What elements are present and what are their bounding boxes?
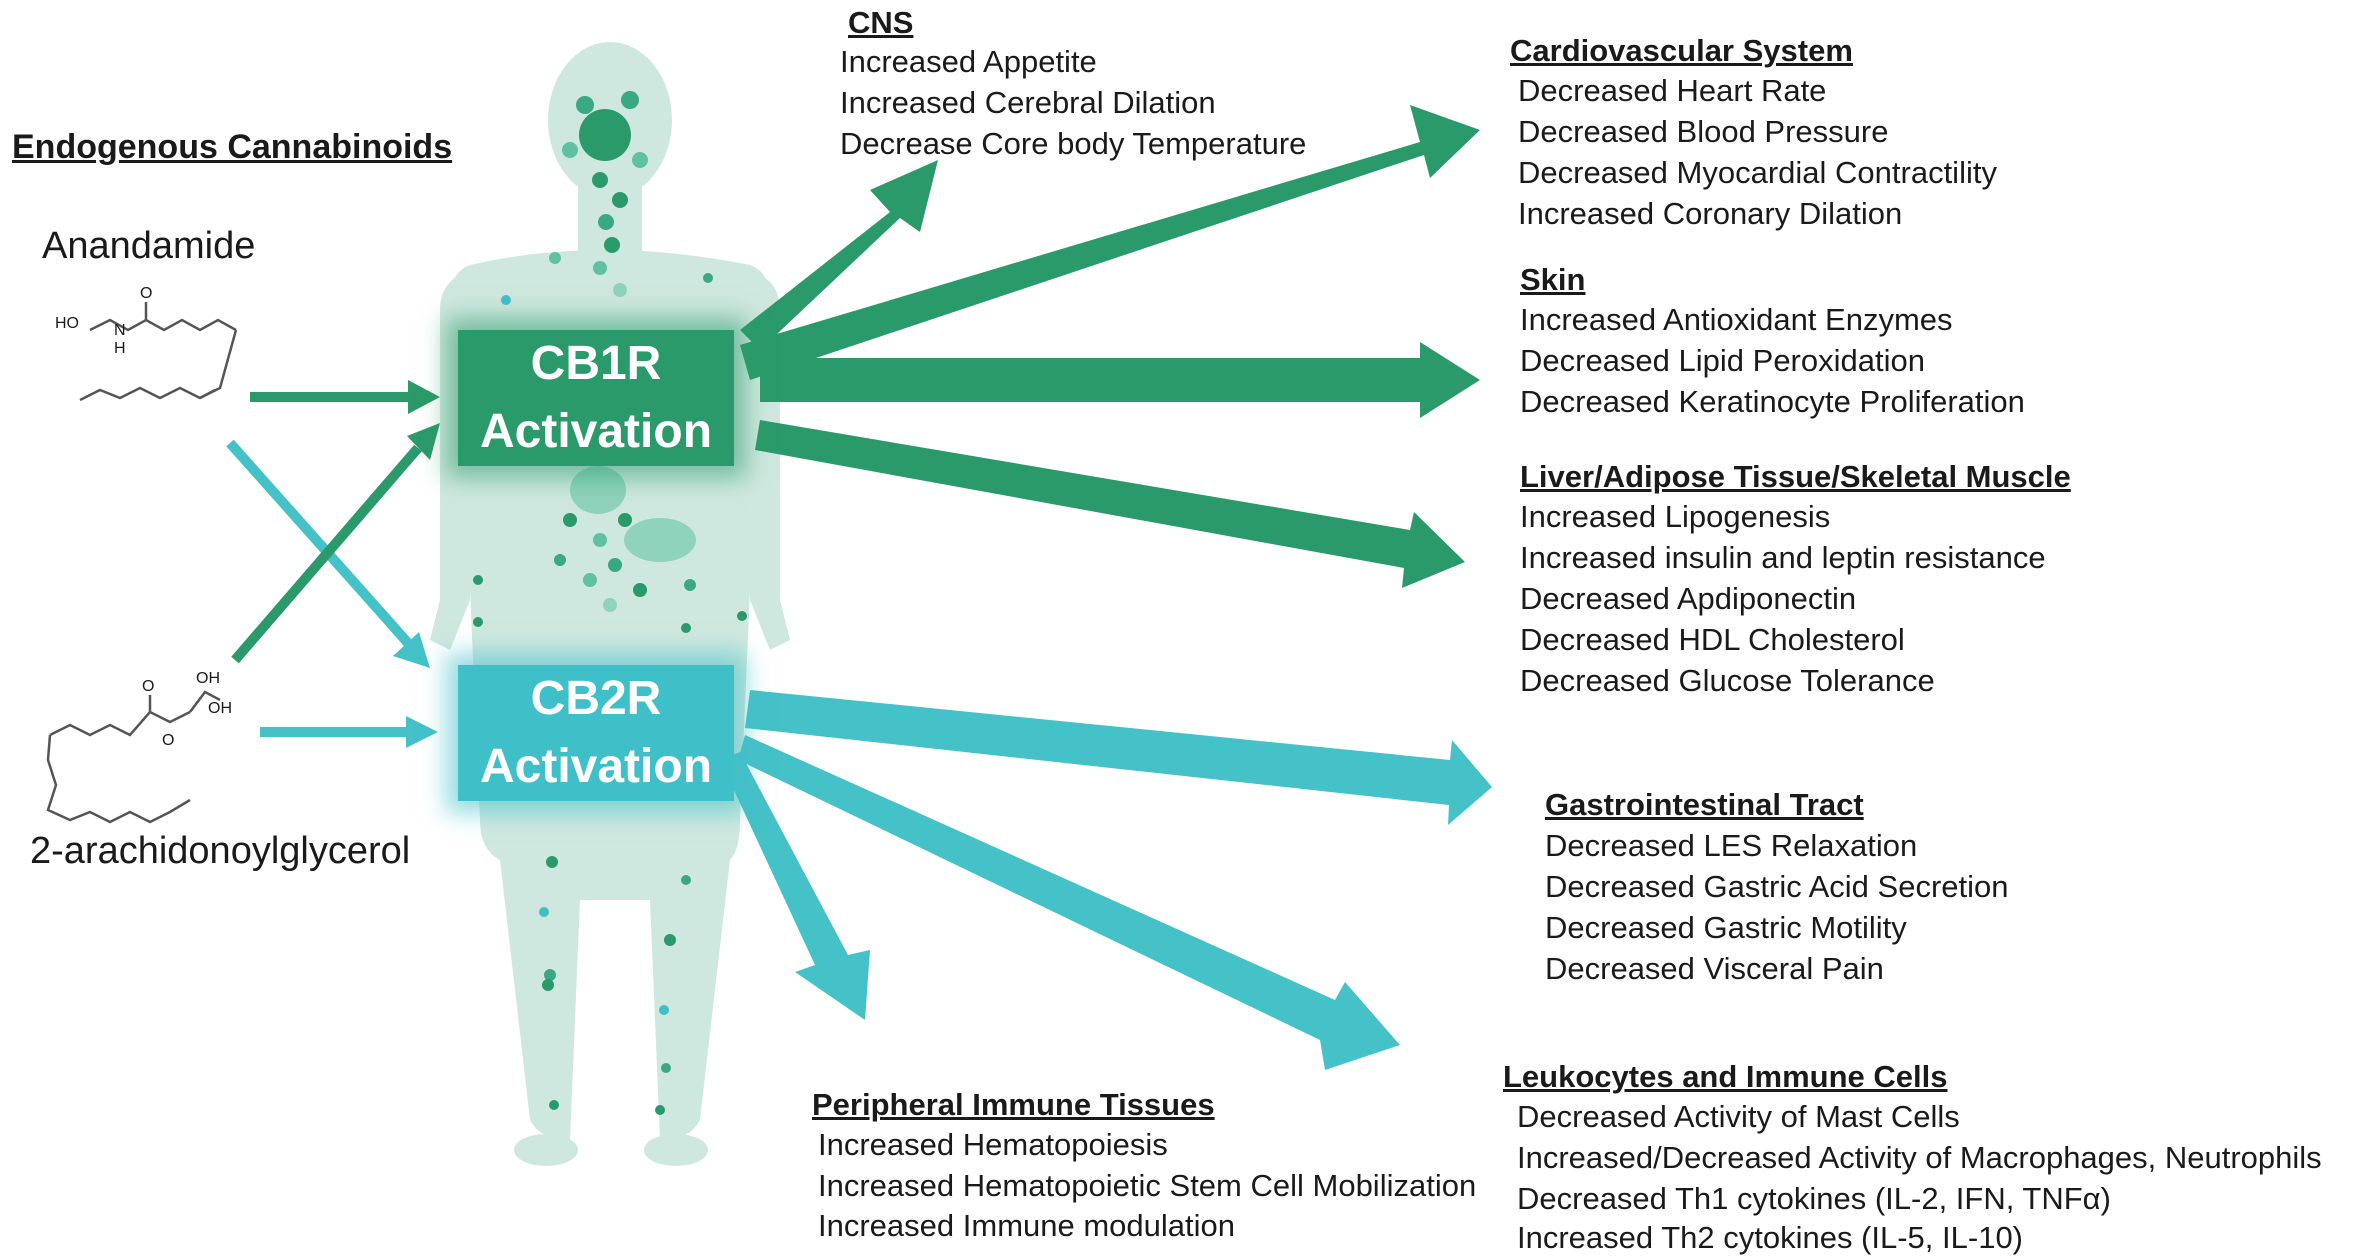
leukocytes-heading: Leukocytes and Immune Cells (1503, 1059, 1948, 1094)
liver-item: Increased insulin and leptin resistance (1520, 540, 2046, 575)
peripheral-item: Increased Hematopoiesis (818, 1127, 1168, 1162)
anandamide-atom-h: H (114, 340, 126, 357)
cb2r-activation-box: CB2R Activation (458, 665, 734, 801)
arrow-cb1-to-liver (755, 420, 1465, 588)
cns-item: Increased Cerebral Dilation (840, 85, 1216, 120)
gi-item: Decreased LES Relaxation (1545, 828, 1918, 863)
liver-heading: Liver/Adipose Tissue/Skeletal Muscle (1520, 459, 2071, 494)
body-cells (473, 91, 747, 1115)
anandamide-atom-ho: HO (55, 315, 79, 332)
cardio-item: Decreased Heart Rate (1518, 73, 1827, 108)
peripheral-item: Increased Immune modulation (818, 1208, 1236, 1243)
liver-item: Increased Lipogenesis (1520, 499, 1831, 534)
peripheral-item: Increased Hematopoietic Stem Cell Mobili… (818, 1168, 1477, 1203)
cb2-output-arrows (720, 690, 1492, 1070)
anandamide-label: Anandamide (42, 225, 256, 267)
arrow-cb2-to-peripheral (720, 752, 870, 1020)
leukocytes-item: Increased Th2 cytokines (IL-5, IL-10) (1517, 1220, 2024, 1255)
cardio-item: Decreased Myocardial Contractility (1518, 155, 1997, 190)
two-ag-label: 2-arachidonoylglycerol (30, 830, 411, 872)
liver-item: Decreased HDL Cholesterol (1520, 622, 1905, 657)
liver-item: Decreased Glucose Tolerance (1520, 663, 1935, 698)
cns-item: Increased Appetite (840, 44, 1097, 79)
input-arrows (226, 380, 440, 748)
cb1r-label: CB1R (530, 337, 662, 390)
arrow-cb2-to-leukocytes (738, 735, 1400, 1070)
anandamide-structure (79, 302, 238, 402)
cns-heading: CNS (848, 5, 914, 40)
arrow-cb2-to-gi (745, 690, 1492, 825)
skin-item: Decreased Lipid Peroxidation (1520, 343, 1925, 378)
leukocytes-item: Decreased Th1 cytokines (IL-2, IFN, TNFα… (1517, 1181, 2111, 1216)
leukocytes-item: Decreased Activity of Mast Cells (1517, 1099, 1960, 1134)
arrow-cb1-to-skin (760, 342, 1480, 418)
skin-item: Increased Antioxidant Enzymes (1520, 302, 1953, 337)
gi-item: Decreased Visceral Pain (1545, 951, 1884, 986)
cb1-output-arrows (740, 105, 1480, 588)
gi-heading: Gastrointestinal Tract (1545, 787, 1864, 822)
cb1r-activation-label: Activation (479, 405, 713, 458)
skin-item: Decreased Keratinocyte Proliferation (1520, 384, 2025, 419)
two-ag-atom-oh-top: OH (196, 670, 220, 687)
anandamide-atom-n: N (114, 322, 126, 339)
two-ag-atom-oh-right: OH (208, 700, 232, 717)
liver-item: Decreased Apdiponectin (1520, 581, 1857, 616)
two-ag-structure (46, 690, 221, 824)
cb1r-activation-box: CB1R Activation (458, 330, 734, 466)
arrow-cb1-to-cardio (740, 105, 1480, 380)
cardio-item: Increased Coronary Dilation (1518, 196, 1903, 231)
two-ag-atom-o-carbonyl: O (142, 678, 155, 695)
arrow-cb1-to-cns (740, 160, 938, 350)
endogenous-cannabinoids-title: Endogenous Cannabinoids (12, 128, 453, 166)
skin-heading: Skin (1520, 262, 1586, 297)
peripheral-heading: Peripheral Immune Tissues (812, 1087, 1215, 1122)
cns-item: Decrease Core body Temperature (840, 126, 1307, 161)
cb2r-label: CB2R (530, 672, 662, 725)
gi-item: Decreased Gastric Acid Secretion (1545, 869, 2009, 904)
anandamide-atom-o: O (140, 285, 153, 302)
leukocytes-item: Increased/Decreased Activity of Macropha… (1517, 1140, 2322, 1175)
gi-item: Decreased Gastric Motility (1545, 910, 1907, 945)
cardio-item: Decreased Blood Pressure (1518, 114, 1889, 149)
cardio-heading: Cardiovascular System (1510, 33, 1853, 68)
two-ag-atom-o-ester: O (162, 732, 175, 749)
cb2r-activation-label: Activation (479, 740, 713, 793)
